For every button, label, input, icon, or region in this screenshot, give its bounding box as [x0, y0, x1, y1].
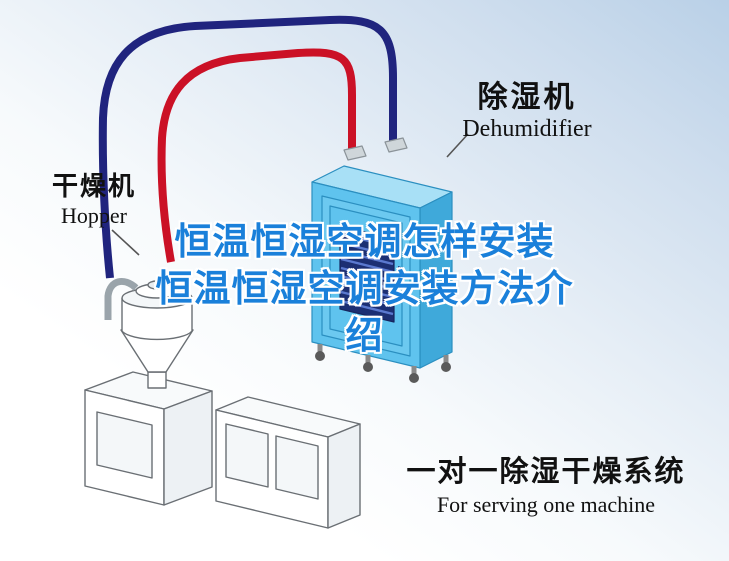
machine-door-panel	[96, 411, 153, 479]
dehumidifier-unit	[311, 137, 453, 383]
dehumidifier-pointer-line	[446, 133, 469, 158]
machine-door-panel	[225, 423, 269, 488]
vent-grille	[339, 225, 395, 323]
headline-line-1: 恒温恒湿空调怎样安装	[174, 221, 555, 262]
dehumidifier-label-zh: 除湿机	[477, 81, 577, 114]
hopper-pointer-line	[111, 229, 140, 256]
hopper-inlet-elbow	[104, 277, 139, 320]
system-label: 一对一除湿干燥系统 For serving one machine	[390, 448, 702, 518]
return-air-pipe-navy	[98, 15, 397, 279]
pipe-fitting	[343, 145, 367, 161]
hopper-label-en: Hopper	[61, 203, 127, 228]
hopper-label-zh: 干燥机	[51, 171, 136, 201]
machine-door-panel	[275, 435, 319, 500]
headline-line-2: 恒温恒湿空调安装方法介	[155, 268, 574, 309]
hopper-neck	[147, 371, 167, 389]
dry-air-pipe-red	[157, 48, 356, 263]
extruder-machine	[84, 277, 361, 529]
hopper-cylinder	[121, 298, 193, 341]
hopper-label: 干燥机 Hopper	[44, 166, 144, 229]
hopper-dryer	[120, 280, 194, 389]
machine-left-box	[84, 371, 213, 506]
door-handle	[398, 266, 404, 284]
headline-line-3: 绍	[345, 315, 384, 356]
headline: 恒温恒湿空调怎样安装 恒温恒湿空调安装方法介 绍	[0, 218, 729, 359]
caster-wheels	[315, 344, 451, 383]
machine-right-box	[215, 396, 361, 529]
dehumidifier-label: 除湿机 Dehumidifier	[447, 72, 607, 143]
pipe-fitting	[384, 137, 408, 153]
system-label-en: For serving one machine	[436, 492, 656, 517]
system-label-zh: 一对一除湿干燥系统	[406, 456, 686, 488]
dehumidifier-label-en: Dehumidifier	[462, 116, 592, 142]
